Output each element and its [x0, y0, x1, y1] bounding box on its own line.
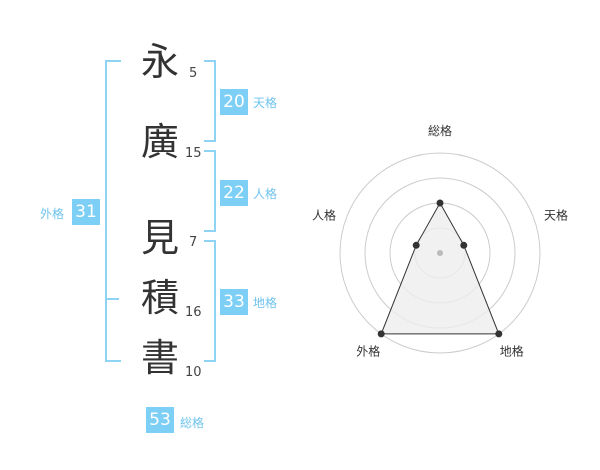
name-character-1: 永	[140, 40, 179, 84]
stroke-count-2: 15	[185, 146, 202, 161]
radar-point-2	[460, 241, 468, 249]
radar-axis-label-4: 外格	[356, 344, 380, 359]
name-character-4: 積	[140, 276, 179, 320]
radar-point-4	[377, 330, 385, 338]
name-character-5: 書	[140, 336, 179, 380]
soukaku-label: 総格	[180, 416, 205, 430]
name-character-3: 見	[140, 216, 179, 260]
stroke-count-4: 16	[185, 305, 202, 320]
radar-point-1	[436, 199, 444, 207]
stroke-count-1: 5	[189, 66, 198, 81]
gaikaku-bracket	[105, 60, 121, 362]
radar-axis-label-3: 地格	[500, 344, 524, 359]
tenkaku-label: 天格	[253, 96, 278, 110]
jinkaku-bracket	[204, 150, 216, 232]
tenkaku-bracket	[204, 60, 216, 142]
gaikaku-bracket-tick	[105, 298, 119, 300]
stroke-count-3: 7	[189, 235, 198, 250]
gaikaku-value: 31	[72, 199, 100, 225]
chikaku-bracket	[204, 240, 216, 362]
radar-center-point	[437, 250, 443, 256]
name-character-2: 廣	[140, 120, 179, 164]
radar-axis-label-5: 人格	[312, 207, 336, 222]
stroke-count-5: 10	[185, 365, 202, 380]
radar-ring-4	[339, 152, 541, 354]
tenkaku-value: 20	[220, 89, 248, 115]
gaikaku-label: 外格	[40, 207, 65, 221]
radar-axis-label-1: 総格	[428, 123, 452, 138]
jinkaku-label: 人格	[253, 187, 278, 201]
radar-series-shape	[380, 201, 500, 335]
jinkaku-value: 22	[220, 180, 248, 206]
soukaku-value: 53	[146, 407, 174, 433]
radar-axis-label-2: 天格	[544, 207, 568, 222]
radar-point-3	[495, 330, 503, 338]
radar-point-5	[412, 241, 420, 249]
chikaku-label: 地格	[253, 296, 278, 310]
chikaku-value: 33	[220, 289, 248, 315]
